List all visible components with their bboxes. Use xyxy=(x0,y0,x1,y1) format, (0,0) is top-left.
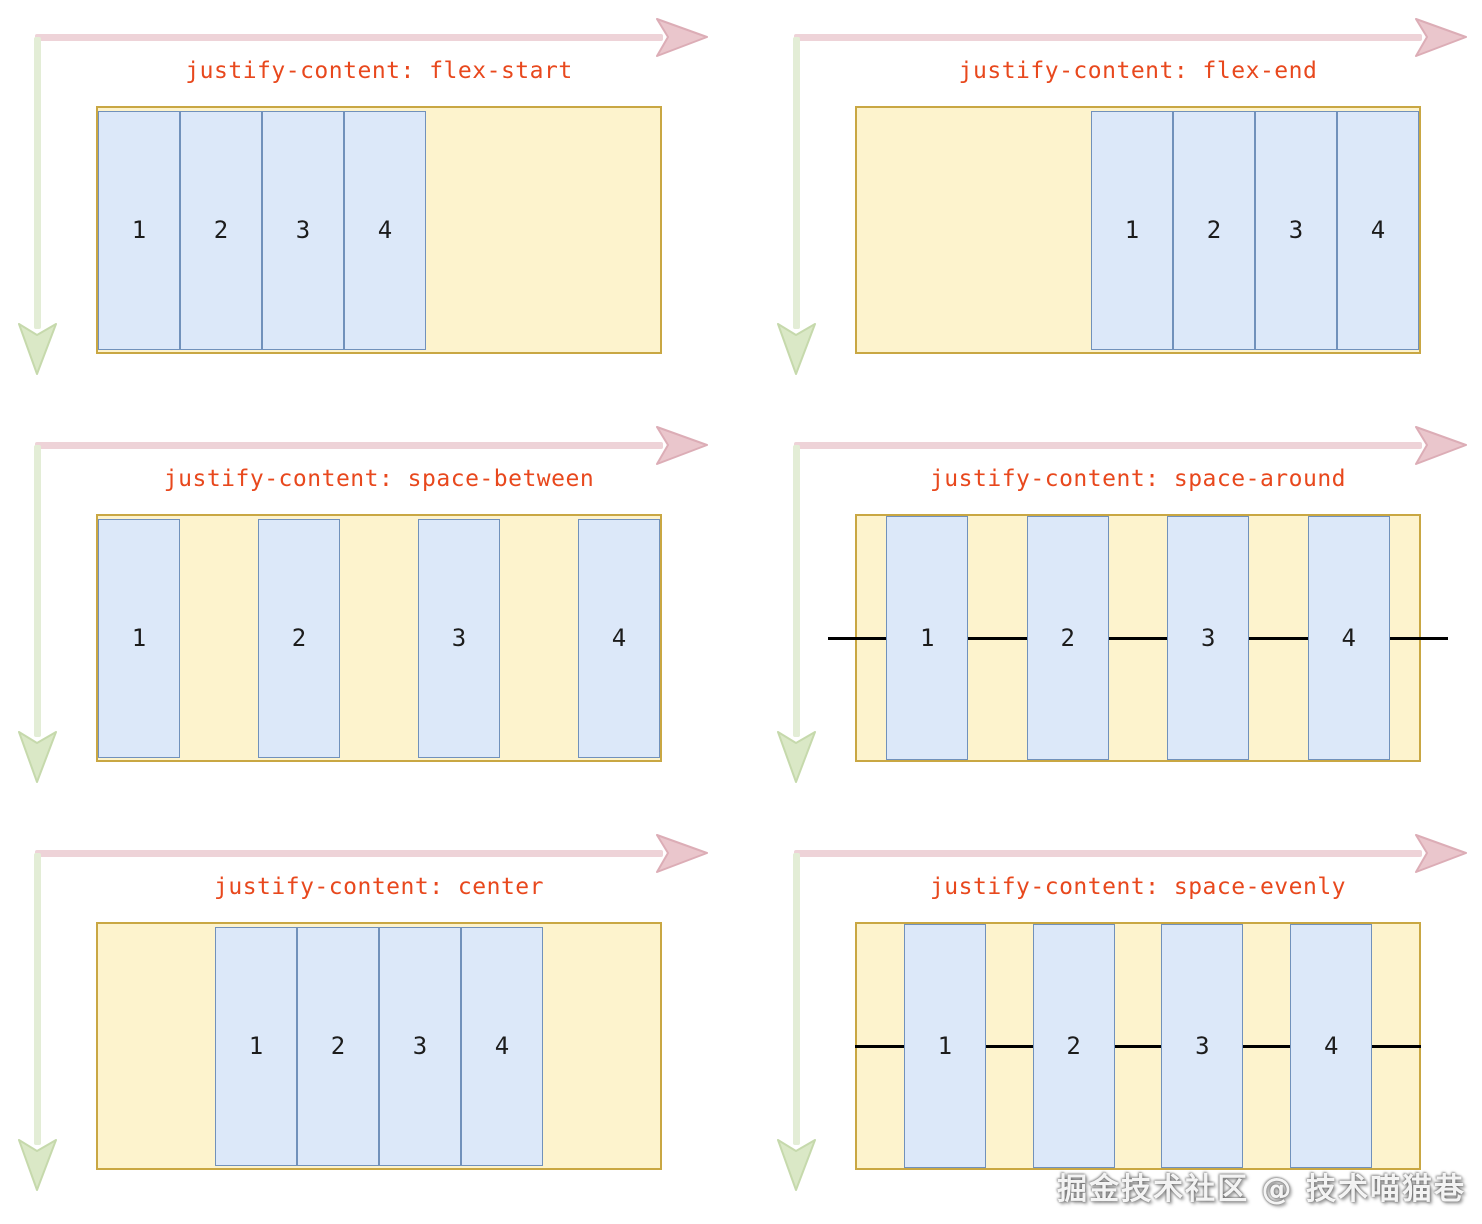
x-axis-arrowhead-icon xyxy=(655,16,709,63)
panel-title: justify-content: space-evenly xyxy=(929,874,1347,900)
flex-container: 1 2 3 4 xyxy=(96,922,662,1170)
y-axis-arrowhead-icon xyxy=(16,730,59,788)
panel-title: justify-content: center xyxy=(214,874,544,900)
flex-item: 1 xyxy=(98,110,180,350)
gap-measure-line xyxy=(1108,636,1168,640)
panel-flex-start: justify-content: flex-start 1 2 3 4 xyxy=(0,0,741,408)
flex-item: 3 xyxy=(418,518,500,758)
y-axis-arrowhead-icon xyxy=(775,1138,818,1196)
x-axis-line xyxy=(35,850,663,857)
x-axis-line xyxy=(794,34,1422,41)
gap-measure-line xyxy=(1389,636,1449,640)
flex-item: 3 xyxy=(379,926,461,1166)
flex-item: 4 xyxy=(1337,110,1419,350)
x-axis-arrowhead-icon xyxy=(1414,424,1468,471)
flex-item: 4 xyxy=(1290,924,1373,1168)
flex-container: 1 2 3 4 xyxy=(855,922,1421,1170)
y-axis-arrowhead-icon xyxy=(16,322,59,380)
x-axis-arrowhead-icon xyxy=(655,832,709,879)
panel-space-around: justify-content: space-around 1 2 3 4 xyxy=(741,408,1482,816)
x-axis-arrowhead-icon xyxy=(1414,832,1468,879)
x-axis-line xyxy=(35,34,663,41)
gap-measure-line xyxy=(1249,636,1308,640)
flex-item: 2 xyxy=(1026,516,1109,760)
flex-item: 2 xyxy=(297,926,379,1166)
watermark-text: 掘金技术社区 @ 技术喵猫巷 xyxy=(1057,1172,1466,1207)
x-axis-line xyxy=(794,442,1422,449)
flex-item: 1 xyxy=(903,924,986,1168)
y-axis-arrowhead-icon xyxy=(16,1138,59,1196)
y-axis-line xyxy=(793,445,800,737)
flex-item: 1 xyxy=(215,926,297,1166)
flex-container: 1 2 3 4 xyxy=(96,514,662,762)
flex-item: 3 xyxy=(1255,110,1337,350)
flex-item: 1 xyxy=(886,516,969,760)
flex-container: 1 2 3 4 xyxy=(96,106,662,354)
x-axis-arrowhead-icon xyxy=(655,424,709,471)
flex-item: 4 xyxy=(461,926,543,1166)
gap-measure-line xyxy=(1114,1044,1162,1048)
gap-measure-line xyxy=(968,636,1027,640)
flex-container: 1 2 3 4 xyxy=(855,514,1421,762)
y-axis-arrowhead-icon xyxy=(775,322,818,380)
flex-item: 2 xyxy=(1032,924,1115,1168)
panel-space-between: justify-content: space-between 1 2 3 4 xyxy=(0,408,741,816)
y-axis-line xyxy=(34,37,41,329)
flex-item: 1 xyxy=(1091,110,1173,350)
panel-title: justify-content: space-around xyxy=(929,466,1347,492)
y-axis-arrowhead-icon xyxy=(775,730,818,788)
gap-measure-line xyxy=(855,1044,904,1048)
panel-flex-end: justify-content: flex-end 1 2 3 4 xyxy=(741,0,1482,408)
y-axis-line xyxy=(793,37,800,329)
gap-measure-line xyxy=(1243,1044,1291,1048)
panel-space-evenly: justify-content: space-evenly 1 2 3 4 xyxy=(741,816,1482,1224)
flex-item: 1 xyxy=(98,518,180,758)
panel-center: justify-content: center 1 2 3 4 xyxy=(0,816,741,1224)
gap-measure-line xyxy=(985,1044,1033,1048)
y-axis-line xyxy=(34,853,41,1145)
flex-item: 3 xyxy=(1167,516,1250,760)
gap-measure-line xyxy=(827,636,887,640)
flex-container: 1 2 3 4 xyxy=(855,106,1421,354)
y-axis-line xyxy=(34,445,41,737)
x-axis-line xyxy=(794,850,1422,857)
flex-item: 3 xyxy=(1161,924,1244,1168)
panel-title: justify-content: flex-end xyxy=(958,58,1318,84)
flex-item: 4 xyxy=(578,518,660,758)
y-axis-line xyxy=(793,853,800,1145)
x-axis-arrowhead-icon xyxy=(1414,16,1468,63)
flex-item: 2 xyxy=(258,518,340,758)
flex-item: 4 xyxy=(1307,516,1390,760)
panel-title: justify-content: flex-start xyxy=(185,58,573,84)
flex-item: 2 xyxy=(180,110,262,350)
gap-measure-line xyxy=(1372,1044,1421,1048)
panel-title: justify-content: space-between xyxy=(163,466,595,492)
x-axis-line xyxy=(35,442,663,449)
flex-item: 4 xyxy=(344,110,426,350)
flex-item: 2 xyxy=(1173,110,1255,350)
flex-item: 3 xyxy=(262,110,344,350)
